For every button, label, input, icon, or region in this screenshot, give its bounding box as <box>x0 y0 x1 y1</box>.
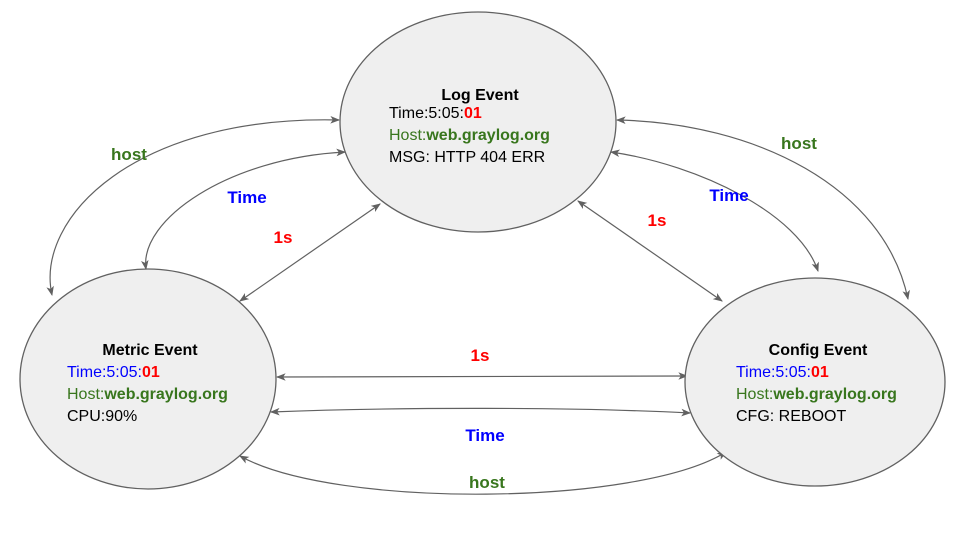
time-seconds: 01 <box>142 364 160 381</box>
metric-event-title: Metric Event <box>102 342 198 359</box>
edge-label-host: host <box>469 473 505 492</box>
edge-metric-log-1s <box>239 203 381 302</box>
host-prefix: Host: <box>389 127 426 144</box>
host-value: web.graylog.org <box>772 386 897 403</box>
edge-label-1s: 1s <box>274 228 293 247</box>
edge-log-config-host <box>615 116 910 301</box>
time-prefix: Time:5:05: <box>389 105 464 122</box>
edge-metric-log-host <box>46 116 341 297</box>
config-event-detail: CFG: REBOOT <box>736 408 846 425</box>
edge-label-time: Time <box>465 426 504 445</box>
edge-log-config-time <box>609 149 819 273</box>
edge-label-1s: 1s <box>471 346 490 365</box>
edge-label-1s: 1s <box>648 211 667 230</box>
metric-event-node: Metric Event Time:5:05:01 Host:web.grayl… <box>19 268 277 490</box>
time-prefix: Time:5:05: <box>67 364 142 381</box>
edge-labels: host Time 1s host Time 1s 1s Time host <box>111 134 817 492</box>
time-seconds: 01 <box>811 364 829 381</box>
host-prefix: Host: <box>736 386 773 403</box>
host-prefix: Host: <box>67 386 104 403</box>
edge-label-host: host <box>111 145 147 164</box>
metric-event-ellipse <box>19 268 277 490</box>
config-event-title: Config Event <box>769 342 868 359</box>
config-event-time: Time:5:05:01 <box>736 364 829 381</box>
config-event-node: Config Event Time:5:05:01 Host:web.grayl… <box>684 277 946 487</box>
log-event-time: Time:5:05:01 <box>389 105 482 122</box>
time-seconds: 01 <box>464 105 482 122</box>
log-event-title: Log Event <box>441 87 519 104</box>
metric-event-time: Time:5:05:01 <box>67 364 160 381</box>
edges <box>46 116 910 495</box>
time-prefix: Time:5:05: <box>736 364 811 381</box>
edge-label-time: Time <box>227 188 266 207</box>
edge-metric-log-time <box>141 148 347 271</box>
host-value: web.graylog.org <box>103 386 228 403</box>
edge-log-config-1s <box>577 200 723 302</box>
metric-event-detail: CPU:90% <box>67 408 137 425</box>
host-value: web.graylog.org <box>425 127 550 144</box>
log-event-host: Host:web.graylog.org <box>389 127 550 144</box>
config-event-host: Host:web.graylog.org <box>736 386 897 403</box>
log-event-node: Log Event Time:5:05:01 Host:web.graylog.… <box>339 11 617 233</box>
log-event-ellipse <box>339 11 617 233</box>
log-event-detail: MSG: HTTP 404 ERR <box>389 149 545 166</box>
config-event-ellipse <box>684 277 946 487</box>
edge-metric-config-host <box>239 451 727 495</box>
edge-label-time: Time <box>709 186 748 205</box>
edge-label-host: host <box>781 134 817 153</box>
edge-metric-config-1s <box>275 372 689 381</box>
metric-event-host: Host:web.graylog.org <box>67 386 228 403</box>
edge-metric-config-time <box>269 407 692 417</box>
